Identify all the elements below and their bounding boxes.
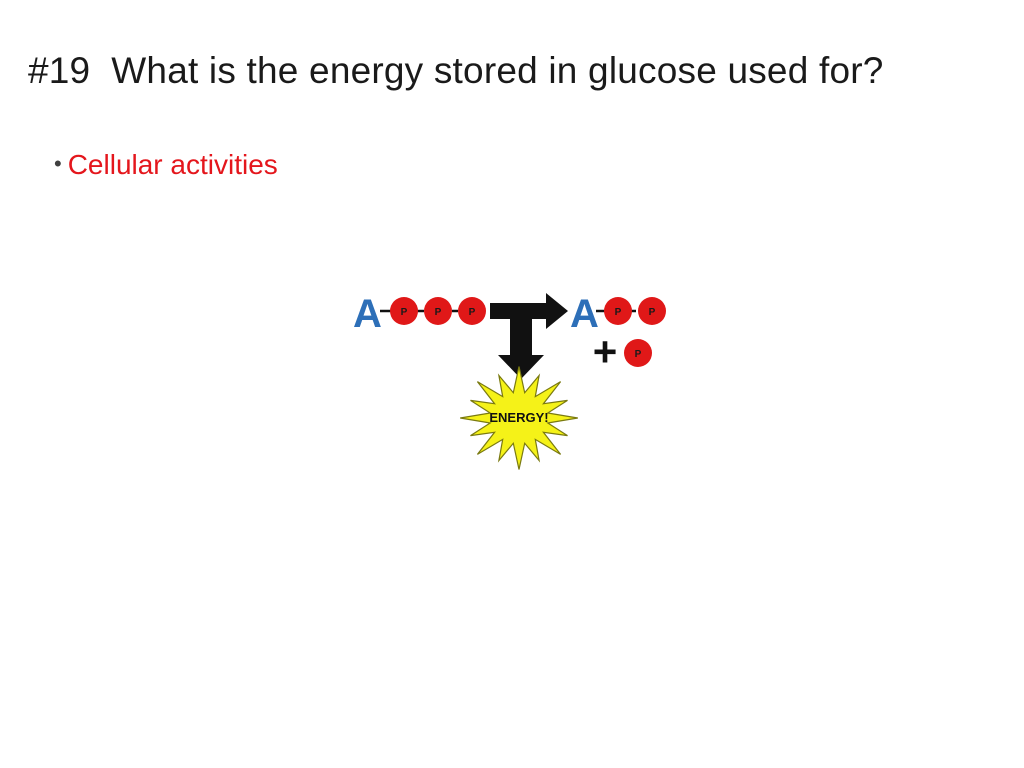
adp-adenosine-letter: A — [570, 292, 599, 336]
slide-title: #19 What is the energy stored in glucose… — [28, 50, 884, 91]
adp-phosphate-1-label: P — [615, 307, 622, 318]
bullet-item: •Cellular activities — [54, 149, 278, 181]
adp-phosphate-2-label: P — [649, 307, 656, 318]
free-phosphate-label: P — [635, 349, 642, 360]
atp-molecule: A P P P — [353, 292, 486, 336]
atp-hydrolysis-diagram: A P P P A P — [350, 285, 675, 475]
adp-phosphate-1 — [604, 297, 632, 325]
adp-molecule: A P P — [570, 292, 666, 336]
bullet-dot-icon: • — [54, 151, 62, 176]
energy-label: ENERGY! — [489, 410, 548, 425]
energy-starburst-icon: ENERGY! — [460, 366, 578, 470]
atp-phosphate-3-label: P — [469, 307, 476, 318]
adp-phosphate-2 — [638, 297, 666, 325]
atp-phosphate-2 — [424, 297, 452, 325]
atp-phosphate-1-label: P — [401, 307, 408, 318]
atp-phosphate-3 — [458, 297, 486, 325]
free-phosphate — [624, 339, 652, 367]
atp-phosphate-2-label: P — [435, 307, 442, 318]
atp-phosphate-1 — [390, 297, 418, 325]
reaction-arrow-icon — [490, 293, 568, 379]
plus-sign: + — [593, 328, 618, 375]
free-phosphate-group: + P — [593, 328, 652, 375]
bullet-text: Cellular activities — [67, 149, 278, 180]
atp-adenosine-letter: A — [353, 292, 382, 336]
